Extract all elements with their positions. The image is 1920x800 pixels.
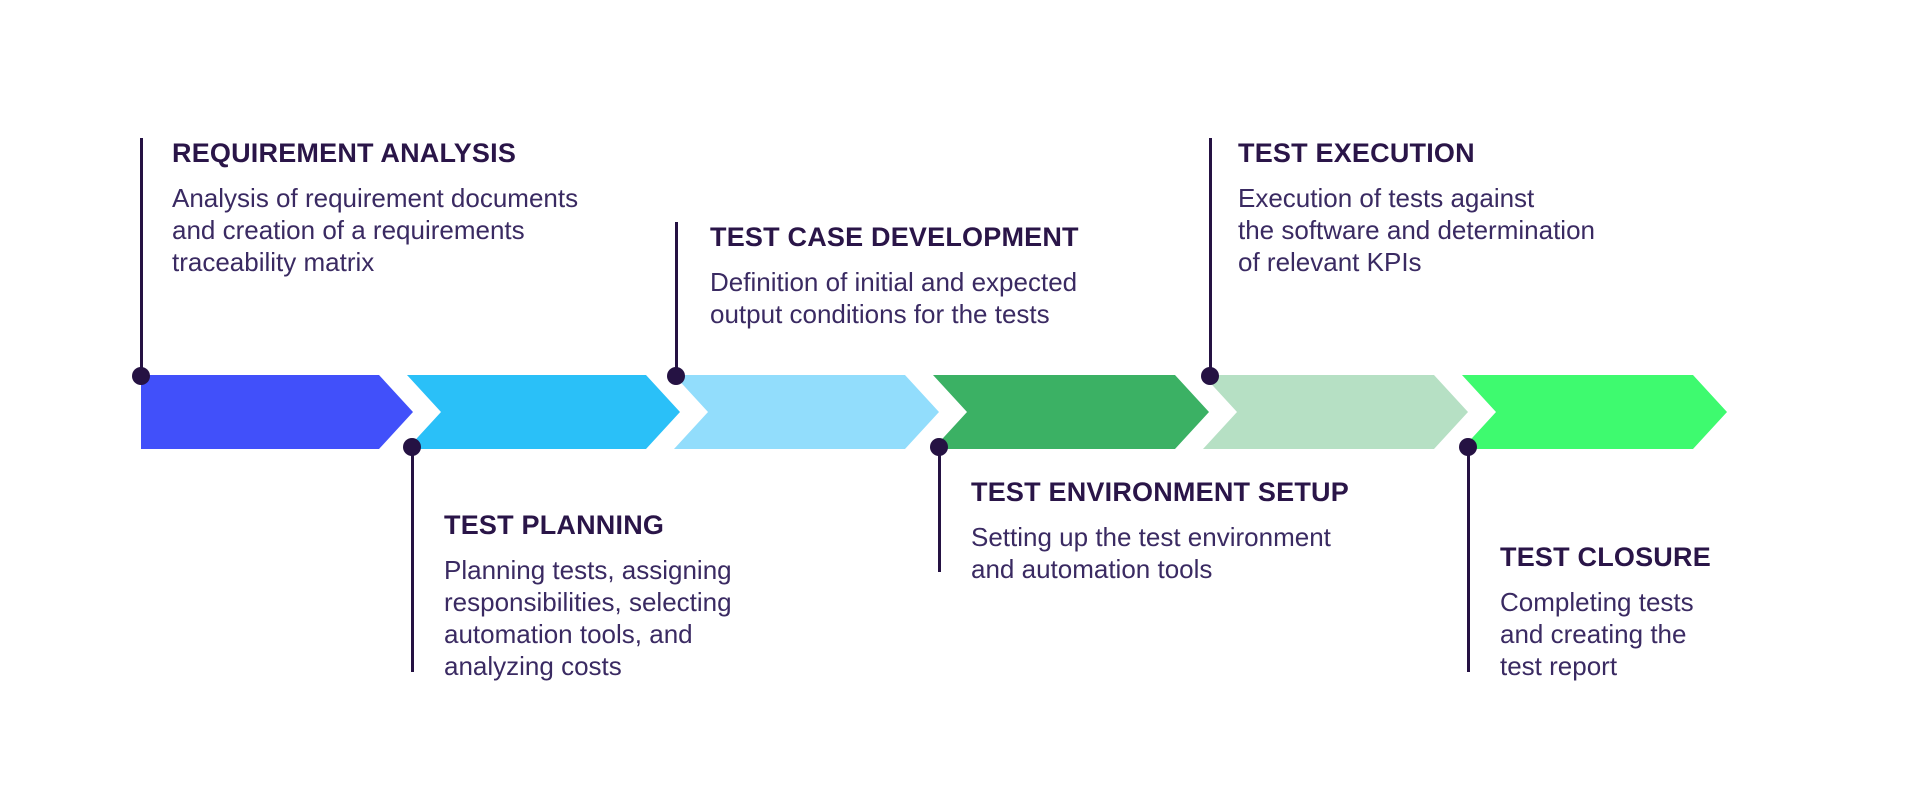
connector-dot-test-environment-setup xyxy=(930,438,948,456)
connector-dot-test-closure xyxy=(1459,438,1477,456)
connector-line-test-environment-setup xyxy=(937,447,941,572)
phase-description-test-case-development: Definition of initial and expected outpu… xyxy=(710,267,1078,329)
phase-block-test-execution: TEST EXECUTION Execution of tests against… xyxy=(1238,138,1668,278)
phase-block-requirement-analysis: REQUIREMENT ANALYSIS Analysis of requirem… xyxy=(172,138,602,278)
connector-line-test-planning xyxy=(410,447,414,672)
connector-line-test-closure xyxy=(1466,447,1470,672)
phase-arrow-test-environment-setup xyxy=(933,375,1209,449)
phase-description-requirement-analysis: Analysis of requirement documents and cr… xyxy=(172,183,579,277)
phase-block-test-case-development: TEST CASE DEVELOPMENT Definition of initi… xyxy=(710,222,1140,330)
connector-line-requirement-analysis xyxy=(139,138,143,376)
connector-line-test-case-development xyxy=(674,222,678,376)
connector-dot-test-case-development xyxy=(667,367,685,385)
phase-block-test-closure: TEST CLOSURE Completing tests and creatin… xyxy=(1500,542,1810,682)
phase-description-test-planning: Planning tests, assigning responsibiliti… xyxy=(444,555,732,681)
phase-arrow-test-closure xyxy=(1462,375,1727,449)
phase-title-test-environment-setup: TEST ENVIRONMENT SETUP xyxy=(971,477,1349,507)
phase-arrow-test-planning xyxy=(407,375,680,449)
phase-title-test-planning: TEST PLANNING xyxy=(444,510,665,540)
phase-description-test-execution: Execution of tests against the software … xyxy=(1238,183,1595,277)
phase-arrow-test-case-development xyxy=(674,375,939,449)
phase-description-test-closure: Completing tests and creating the test r… xyxy=(1500,587,1694,681)
phase-block-test-planning: TEST PLANNING Planning tests, assigning r… xyxy=(444,510,784,682)
phase-title-test-closure: TEST CLOSURE xyxy=(1500,542,1711,572)
phase-description-test-environment-setup: Setting up the test environment and auto… xyxy=(971,522,1331,584)
phase-arrow-requirement-analysis xyxy=(141,375,413,449)
connector-line-test-execution xyxy=(1208,138,1212,376)
connector-dot-requirement-analysis xyxy=(132,367,150,385)
phase-block-test-environment-setup: TEST ENVIRONMENT SETUP Setting up the tes… xyxy=(971,477,1401,585)
connector-dot-test-execution xyxy=(1201,367,1219,385)
phase-title-requirement-analysis: REQUIREMENT ANALYSIS xyxy=(172,138,517,168)
phase-arrow-test-execution xyxy=(1203,375,1468,449)
phase-title-test-execution: TEST EXECUTION xyxy=(1238,138,1475,168)
connector-dot-test-planning xyxy=(403,438,421,456)
phase-title-test-case-development: TEST CASE DEVELOPMENT xyxy=(710,222,1079,252)
